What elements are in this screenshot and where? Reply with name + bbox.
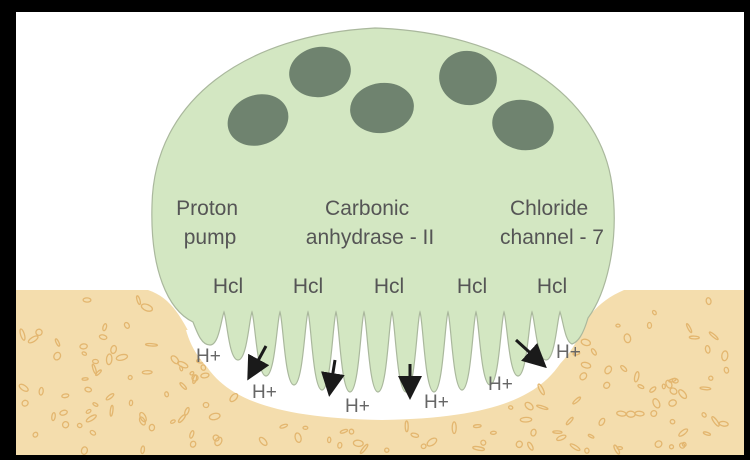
proton-label: H+	[252, 382, 277, 403]
proton-label: H+	[345, 396, 370, 417]
hcl-label: Hcl	[457, 275, 487, 298]
proton-label: H+	[556, 342, 581, 363]
proton-label: H+	[196, 346, 221, 367]
hcl-label: Hcl	[213, 275, 243, 298]
proton-label: H+	[488, 374, 513, 395]
hcl-label: Hcl	[293, 275, 323, 298]
proton-label: H+	[424, 392, 449, 413]
hcl-label: Hcl	[537, 275, 567, 298]
hcl-label: Hcl	[374, 275, 404, 298]
